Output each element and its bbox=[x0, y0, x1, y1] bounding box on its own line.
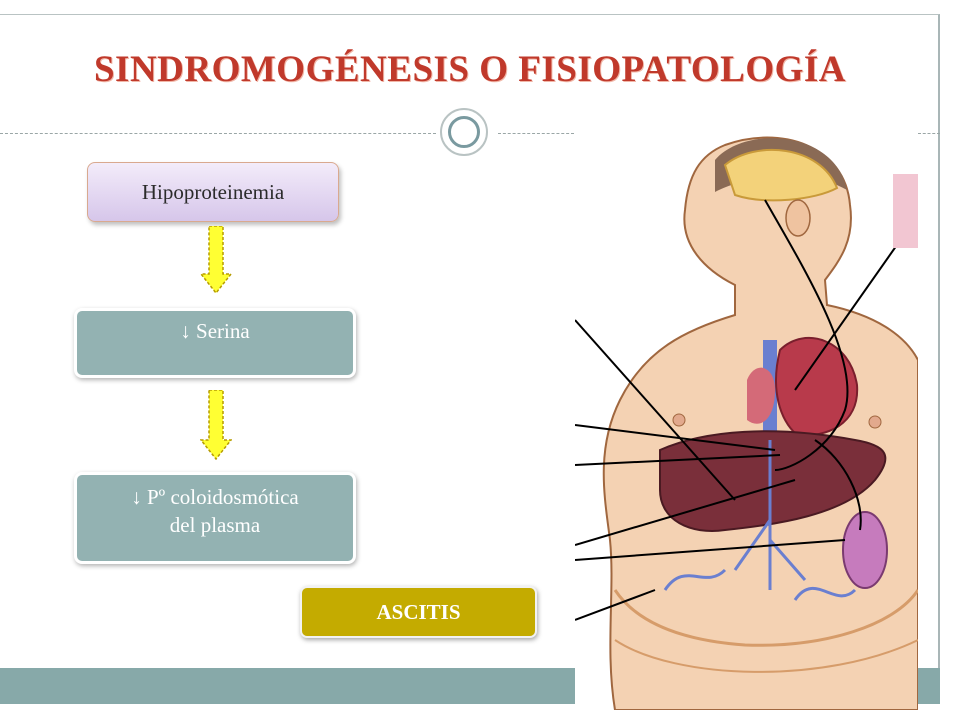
title-divider-left bbox=[0, 133, 436, 134]
slide-title: SINDROMOGÉNESIS O FISIOPATOLOGÍA bbox=[93, 49, 847, 90]
flow-box-serina: ↓ Serina bbox=[74, 308, 356, 378]
title-divider-right bbox=[498, 133, 574, 134]
flow-box-hipoproteinemia: Hipoproteinemia bbox=[87, 162, 339, 222]
flow-box-label: Hipoproteinemia bbox=[141, 179, 285, 204]
down-arrow-icon bbox=[200, 226, 232, 294]
flow-box-label: ↓ Serina bbox=[180, 319, 250, 343]
footer-bar-right bbox=[918, 668, 940, 704]
slide-frame bbox=[0, 14, 940, 704]
flow-box-label: ASCITIS bbox=[376, 599, 461, 624]
human-torso-anatomy-icon bbox=[575, 136, 918, 710]
footer-bar bbox=[0, 668, 575, 704]
pink-label-tab bbox=[893, 174, 918, 248]
circle-ornament-icon bbox=[440, 108, 488, 156]
flow-box-ascitis: ASCITIS bbox=[300, 586, 537, 638]
flow-box-presion-coloidosmotica: ↓ Pº coloidosmótica del plasma bbox=[74, 472, 356, 564]
title-divider-far bbox=[918, 133, 940, 134]
flow-box-label-line2: del plasma bbox=[169, 513, 261, 537]
down-arrow-icon bbox=[200, 390, 232, 460]
flow-box-label-line1: ↓ Pº coloidosmótica bbox=[131, 485, 299, 509]
